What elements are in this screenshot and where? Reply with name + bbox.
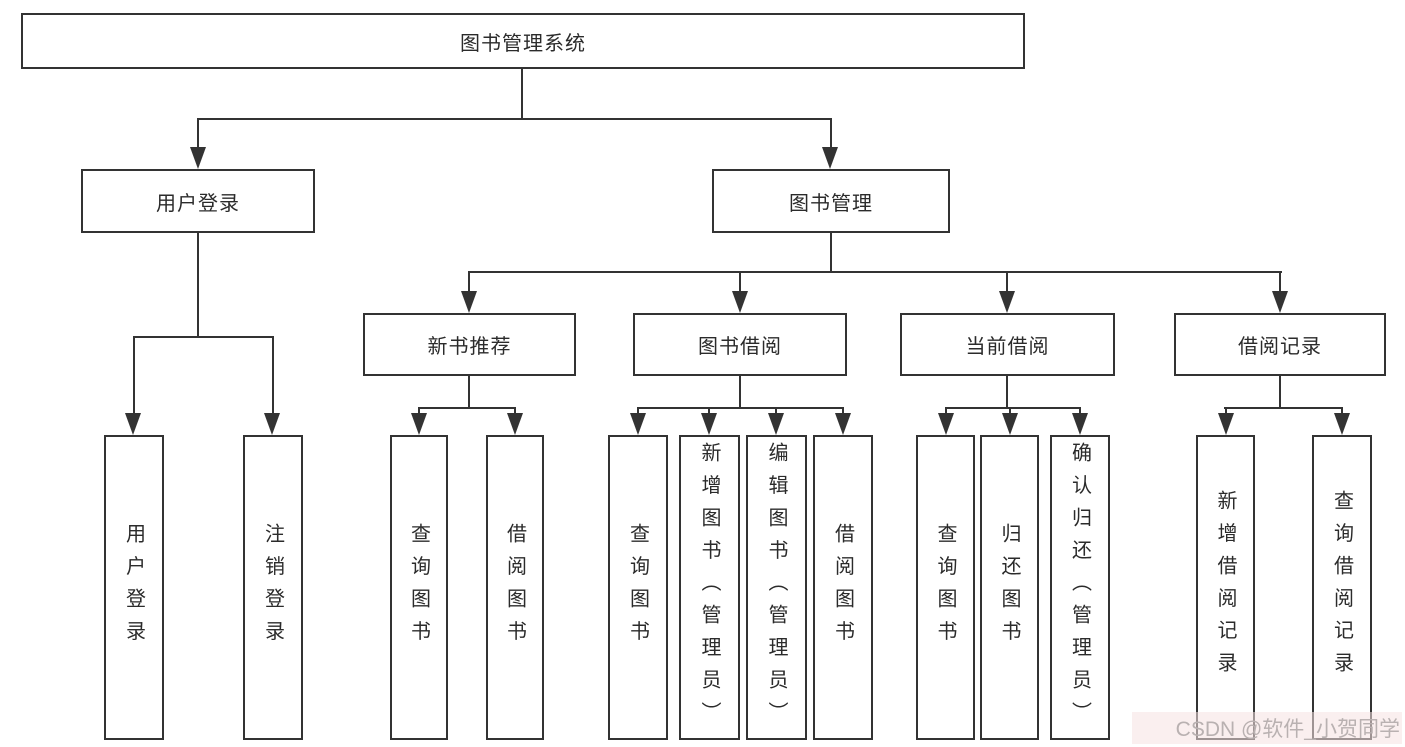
connector-line <box>133 336 135 414</box>
connector-line <box>830 233 832 271</box>
node-new-book-recommend: 新书推荐 <box>363 313 576 376</box>
connector-line <box>1279 376 1281 407</box>
connector-line <box>1225 407 1227 415</box>
leaf-user-login-label: 用户登录 <box>122 522 145 653</box>
leaf-logout: 注销登录 <box>243 435 303 740</box>
arrowhead-icon <box>732 291 748 313</box>
connector-line <box>1006 376 1008 407</box>
leaf-query-books-newrec: 查询图书 <box>390 435 448 740</box>
connector-line <box>521 69 523 118</box>
connector-line <box>468 271 470 292</box>
arrowhead-icon <box>411 413 427 435</box>
connector-line <box>468 271 1282 273</box>
leaf-confirm-return-admin: 确认归还（管理员） <box>1050 435 1110 740</box>
leaf-return-books-label: 归还图书 <box>998 522 1020 653</box>
leaf-query-books-borrow-label: 查询图书 <box>626 522 649 653</box>
node-borrow-records-label: 借阅记录 <box>1238 336 1322 358</box>
leaf-add-books-admin-label: 新增图书（管理员） <box>698 442 720 734</box>
node-current-borrow-label: 当前借阅 <box>965 336 1050 358</box>
arrowhead-icon <box>507 413 523 435</box>
arrowhead-icon <box>1218 413 1234 435</box>
connector-line <box>1079 407 1081 415</box>
connector-line <box>514 407 516 415</box>
connector-line <box>739 376 741 407</box>
connector-line <box>418 407 420 415</box>
arrowhead-icon <box>264 413 280 435</box>
arrowhead-icon <box>461 291 477 313</box>
arrowhead-icon <box>630 413 646 435</box>
watermark-text: CSDN @软件_小贺同学 <box>1175 718 1400 741</box>
connector-line <box>945 407 1081 409</box>
arrowhead-icon <box>190 147 206 169</box>
connector-line <box>1009 407 1011 415</box>
leaf-return-books: 归还图书 <box>980 435 1039 740</box>
node-book-management: 图书管理 <box>712 169 950 233</box>
leaf-borrow-books-newrec: 借阅图书 <box>486 435 544 740</box>
arrowhead-icon <box>835 413 851 435</box>
arrowhead-icon <box>768 413 784 435</box>
connector-line <box>637 407 639 415</box>
connector-line <box>842 407 844 415</box>
arrowhead-icon <box>125 413 141 435</box>
connector-line <box>133 336 274 338</box>
connector-line <box>1341 407 1343 415</box>
node-root-label: 图书管理系统 <box>460 32 586 55</box>
leaf-edit-books-admin: 编辑图书（管理员） <box>746 435 807 740</box>
node-root: 图书管理系统 <box>21 13 1025 69</box>
arrowhead-icon <box>1002 413 1018 435</box>
node-new-book-recommend-label: 新书推荐 <box>427 336 512 358</box>
leaf-confirm-return-admin-label: 确认归还（管理员） <box>1068 442 1091 734</box>
connector-line <box>198 118 832 120</box>
leaf-add-borrow-record-label: 新增借阅记录 <box>1214 490 1236 685</box>
node-current-borrow: 当前借阅 <box>900 313 1115 376</box>
arrowhead-icon <box>701 413 717 435</box>
connector-line <box>739 271 741 292</box>
leaf-edit-books-admin-label: 编辑图书（管理员） <box>765 442 787 734</box>
arrowhead-icon <box>1272 291 1288 313</box>
leaf-query-books-current: 查询图书 <box>916 435 975 740</box>
connector-line <box>197 118 199 148</box>
leaf-user-login: 用户登录 <box>104 435 164 740</box>
connector-line <box>468 376 470 407</box>
connector-line <box>830 118 832 148</box>
node-book-management-label: 图书管理 <box>789 192 873 215</box>
leaf-query-books-newrec-label: 查询图书 <box>407 522 430 653</box>
leaf-borrow-books-newrec-label: 借阅图书 <box>503 522 526 653</box>
leaf-borrow-books: 借阅图书 <box>813 435 873 740</box>
leaf-add-borrow-record: 新增借阅记录 <box>1196 435 1255 740</box>
connector-line <box>1224 407 1343 409</box>
connector-line <box>637 407 844 409</box>
connector-line <box>708 407 710 415</box>
arrowhead-icon <box>822 147 838 169</box>
connector-line <box>272 336 274 414</box>
leaf-query-borrow-record: 查询借阅记录 <box>1312 435 1372 740</box>
node-user-login: 用户登录 <box>81 169 315 233</box>
connector-line <box>1006 271 1008 292</box>
connector-line <box>418 407 516 409</box>
watermark: CSDN @软件_小贺同学 <box>1132 712 1402 744</box>
leaf-query-books-borrow: 查询图书 <box>608 435 668 740</box>
leaf-query-borrow-record-label: 查询借阅记录 <box>1330 490 1353 685</box>
connector-line <box>775 407 777 415</box>
node-book-borrow: 图书借阅 <box>633 313 847 376</box>
node-borrow-records: 借阅记录 <box>1174 313 1386 376</box>
node-book-borrow-label: 图书借阅 <box>698 336 782 358</box>
arrowhead-icon <box>1334 413 1350 435</box>
connector-line <box>1279 271 1281 292</box>
leaf-add-books-admin: 新增图书（管理员） <box>679 435 740 740</box>
connector-line <box>197 233 199 336</box>
arrowhead-icon <box>999 291 1015 313</box>
leaf-logout-label: 注销登录 <box>261 522 284 653</box>
arrowhead-icon <box>938 413 954 435</box>
connector-line <box>945 407 947 415</box>
arrowhead-icon <box>1072 413 1088 435</box>
node-user-login-label: 用户登录 <box>156 192 240 215</box>
leaf-query-books-current-label: 查询图书 <box>934 522 956 653</box>
leaf-borrow-books-label: 借阅图书 <box>831 522 854 653</box>
